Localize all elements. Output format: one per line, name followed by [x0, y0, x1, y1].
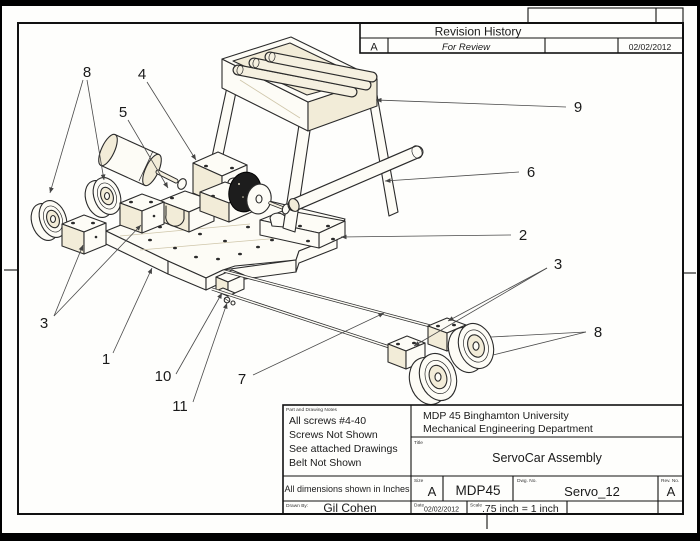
push-rod [287, 145, 424, 212]
battery-holder-bench [206, 36, 399, 233]
callout-10: 10 [155, 368, 172, 385]
callout-1: 1 [102, 351, 110, 368]
drive-pulley [228, 171, 291, 215]
front-wheels-and-blocks [30, 177, 165, 255]
notes-header-label: Part and Drawing Notes [286, 407, 338, 413]
callout-7: 7 [238, 371, 246, 388]
note-line-1: All screws #4-40 [289, 415, 366, 427]
top-edge-zone-box [527, 7, 684, 24]
callout-8-front: 8 [83, 64, 91, 81]
revision-letter: A [370, 42, 378, 54]
revision-history-title: Revision History [435, 25, 522, 39]
size-value: A [428, 484, 437, 499]
drawing-title: ServoCar Assembly [492, 451, 603, 465]
revision-description: For Review [442, 42, 491, 53]
date-value: 02/02/2012 [424, 507, 459, 514]
dwg-no-label: Dwg. No. [517, 478, 537, 484]
batteries [232, 51, 378, 98]
motor [98, 133, 187, 190]
callout-6: 6 [527, 164, 535, 181]
callout-5: 5 [119, 104, 127, 121]
callout-9: 9 [574, 99, 582, 116]
note-line-4: Belt Not Shown [289, 457, 362, 469]
rear-wheels-and-blocks [387, 317, 495, 406]
scale-value: .75 inch = 1 inch [482, 503, 559, 515]
date-label: Date [414, 503, 424, 509]
part-code: MDP45 [455, 483, 500, 498]
scale-label: Scale [470, 503, 482, 509]
servocar-assembly-view [30, 36, 495, 406]
callout-2: 2 [519, 227, 527, 244]
organization-line-1: MDP 45 Binghamton University [423, 410, 569, 422]
callout-4: 4 [138, 66, 146, 83]
callout-3-rear: 3 [554, 256, 562, 273]
title-label: Title [414, 440, 423, 446]
revision-history-table: Revision History A For Review 02/02/2012 [359, 22, 684, 54]
drawn-by-label: Drawn By: [286, 503, 308, 509]
note-line-3: See attached Drawings [289, 443, 398, 455]
axle-rods [211, 269, 450, 359]
rev-no-value: A [667, 484, 676, 499]
callout-11: 11 [172, 398, 188, 415]
size-label: Size [414, 478, 424, 484]
dwg-no-value: Servo_12 [564, 484, 620, 499]
callouts: 8 4 5 9 6 2 3 8 3 1 10 7 11 [40, 64, 602, 415]
organization-line-2: Mechanical Engineering Department [423, 423, 593, 435]
note-line-2: Screws Not Shown [289, 429, 378, 441]
dimensions-note: All dimensions shown in Inches [284, 484, 410, 494]
rev-no-label: Rev. No. [661, 478, 679, 484]
title-block: Part and Drawing Notes All screws #4-40 … [282, 404, 684, 515]
drawn-by-value: Gil Cohen [323, 501, 376, 515]
callout-3-front: 3 [40, 315, 48, 332]
revision-date: 02/02/2012 [629, 42, 672, 52]
callout-8-rear: 8 [594, 324, 602, 341]
